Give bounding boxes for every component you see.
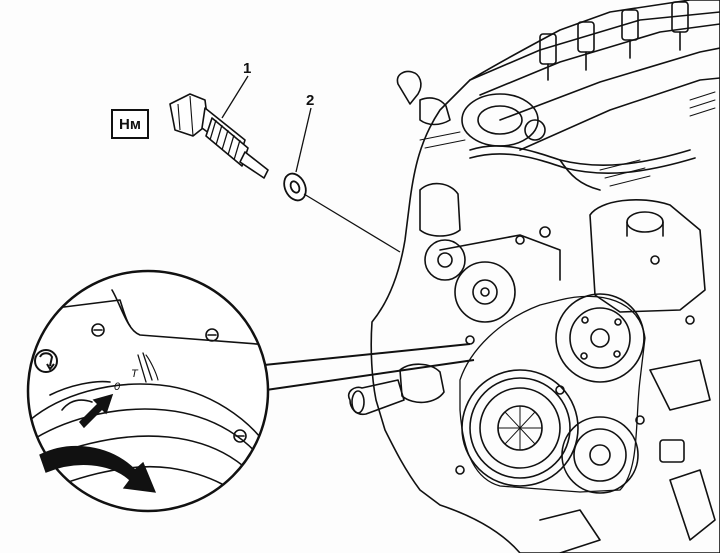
- pointer-arrow-icon: [78, 393, 114, 429]
- rotation-direction-arrow-icon: [39, 445, 157, 493]
- timing-mark-zero: 0: [114, 381, 121, 393]
- torque-unit-label: Нм: [119, 115, 141, 133]
- callout-number-2: 2: [306, 92, 315, 109]
- engine-outline: [347, 0, 720, 553]
- bolt-part-1: [169, 93, 269, 179]
- detail-view: [26, 269, 475, 513]
- rotation-symbol-icon: [34, 349, 58, 373]
- timing-mark-tdc: T: [131, 368, 138, 380]
- callout-number-1: 1: [243, 60, 252, 77]
- torque-spec-box: Нм: [111, 109, 149, 139]
- callout-leaders: [221, 75, 401, 253]
- washer-part-2: [283, 172, 307, 202]
